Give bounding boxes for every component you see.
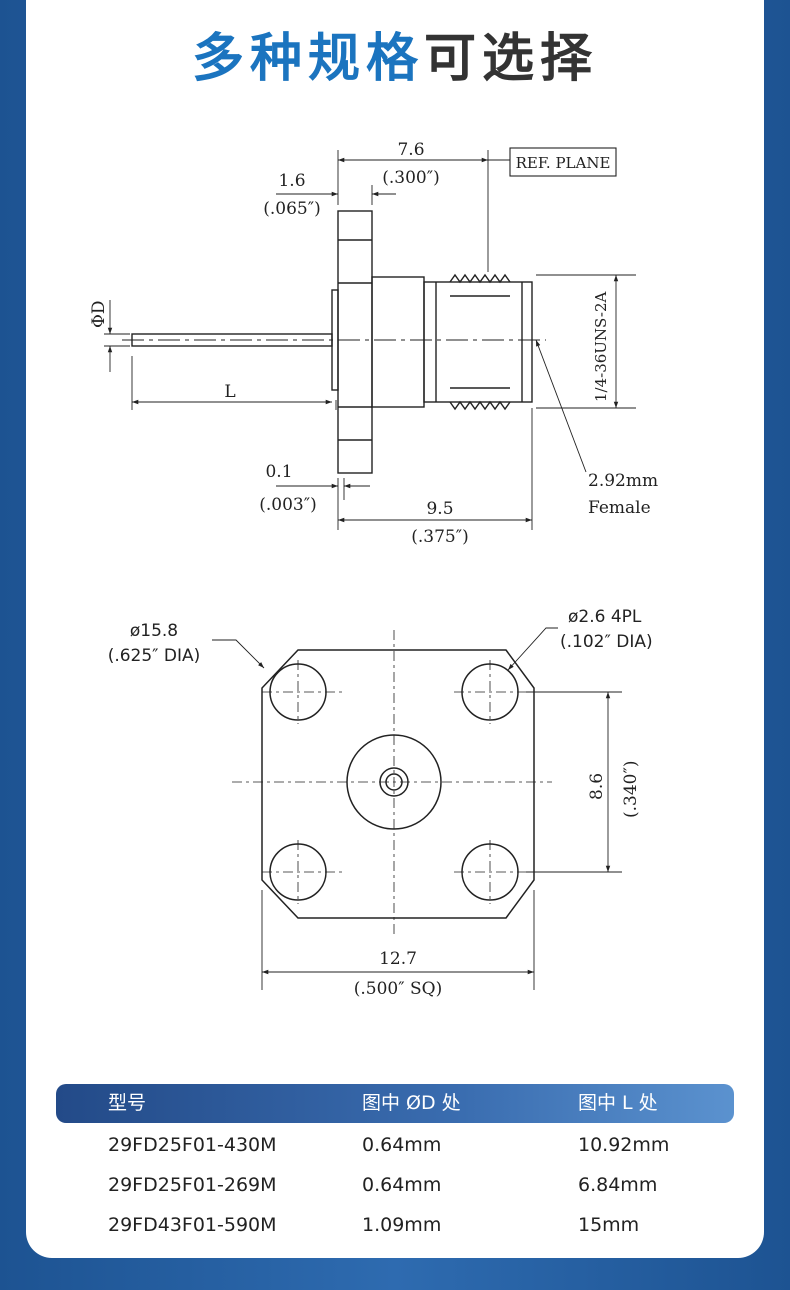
connector-type: 2.92mm [588, 471, 658, 491]
dim-12-7-inch: (.500″ SQ) [354, 979, 442, 999]
table-header: 型号 图中 ØD 处 图中 L 处 [56, 1084, 734, 1123]
dim-7-6-inch: (.300″) [382, 168, 439, 188]
cell-l: 10.92mm [578, 1134, 670, 1156]
dim-12-7: 12.7 [379, 949, 417, 969]
cell-model: 29FD43F01-590M [108, 1214, 277, 1236]
phi-d-label: ΦD [89, 300, 109, 328]
dim-9-5: 9.5 [426, 499, 453, 519]
hole-dia: ø2.6 4PL [568, 607, 642, 627]
page-card: 多种规格可选择 [26, 0, 764, 1258]
cell-model: 29FD25F01-269M [108, 1174, 277, 1196]
dim-0-1-inch: (.003″) [259, 495, 316, 515]
header-model: 型号 [108, 1092, 147, 1114]
flange-dia: ø15.8 [130, 621, 178, 641]
thread-spec: 1/4-36UNS-2A [592, 292, 610, 402]
cell-od: 1.09mm [362, 1214, 442, 1236]
table-row: 29FD25F01-430M 0.64mm 10.92mm [56, 1125, 734, 1165]
connector-gender: Female [588, 498, 651, 518]
cell-od: 0.64mm [362, 1174, 442, 1196]
front-view-drawing [261, 649, 535, 919]
hole-dia-inch: (.102″ DIA) [560, 632, 653, 652]
cell-l: 6.84mm [578, 1174, 658, 1196]
table-row: 29FD25F01-269M 0.64mm 6.84mm [56, 1165, 734, 1205]
cell-l: 15mm [578, 1214, 640, 1236]
dim-7-6: 7.6 [397, 140, 424, 160]
dim-l: L [224, 382, 235, 402]
title-highlight: 多种规格 [191, 29, 424, 89]
ref-plane-label: REF. PLANE [516, 154, 611, 172]
dim-1-6: 1.6 [278, 171, 305, 191]
title-rest: 可选择 [424, 29, 599, 89]
dim-8-6-inch: (.340″) [621, 761, 641, 818]
cell-model: 29FD25F01-430M [108, 1134, 277, 1156]
dim-9-5-inch: (.375″) [411, 527, 468, 547]
side-view-drawing: 7.6 (.300″) REF. PLANE 1.6 (.065″) ΦD 1/… [89, 140, 658, 999]
dim-1-6-inch: (.065″) [263, 199, 320, 219]
table-row: 29FD43F01-590M 1.09mm 15mm [56, 1205, 734, 1245]
cell-od: 0.64mm [362, 1134, 442, 1156]
header-od: 图中 ØD 处 [362, 1092, 461, 1114]
header-l: 图中 L 处 [578, 1092, 658, 1114]
flange-dia-inch: (.625″ DIA) [108, 646, 201, 666]
dim-0-1: 0.1 [265, 462, 292, 482]
page-title: 多种规格可选择 [26, 24, 764, 94]
dim-8-6: 8.6 [587, 773, 607, 800]
